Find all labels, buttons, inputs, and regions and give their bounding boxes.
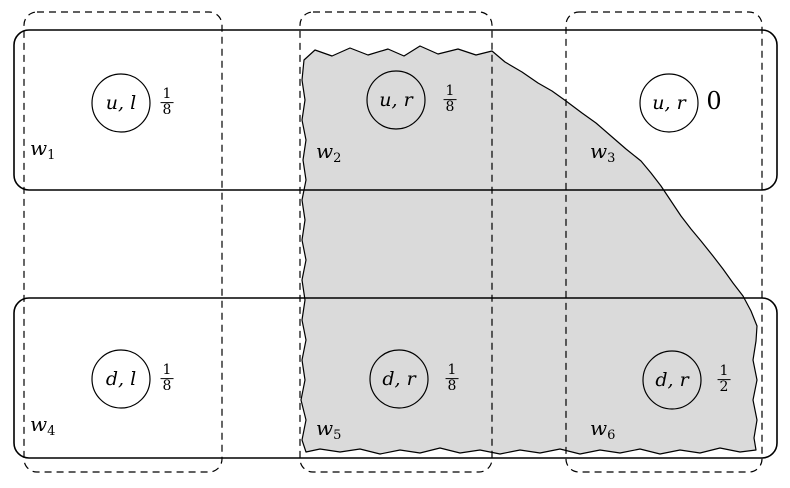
world-circle-w3 — [639, 73, 699, 133]
world-label-subscript: 5 — [333, 428, 342, 443]
world-label-base: w — [316, 416, 334, 440]
world-circle-w1 — [91, 73, 151, 133]
world-state-w2: u, r — [379, 89, 413, 111]
fraction-denominator: 8 — [445, 99, 455, 116]
fraction-numerator: 1 — [445, 362, 459, 380]
world-label-subscript: 6 — [607, 428, 616, 443]
fraction-numerator: 1 — [717, 363, 731, 381]
column-box-middle — [299, 11, 493, 473]
world-label-w3: w3 — [590, 139, 615, 166]
fraction-numerator: 1 — [443, 83, 457, 101]
world-label-base: w — [30, 136, 48, 160]
world-label-w6: w6 — [590, 416, 615, 443]
world-state-w5: d, r — [382, 368, 416, 390]
fraction-numerator: 1 — [160, 86, 174, 104]
world-label-w5: w5 — [316, 416, 341, 443]
world-label-base: w — [590, 139, 608, 163]
probability-w5: 1 8 — [445, 362, 459, 395]
world-label-subscript: 4 — [47, 424, 56, 439]
world-circle-w2 — [366, 70, 426, 130]
shaded-event-region — [300, 45, 758, 455]
fraction-denominator: 8 — [447, 378, 457, 395]
fraction-numerator: 1 — [160, 362, 174, 380]
world-state-w1: u, l — [105, 92, 137, 114]
world-label-base: w — [30, 412, 48, 436]
world-label-base: w — [590, 416, 608, 440]
world-label-w4: w4 — [30, 412, 55, 439]
world-label-subscript: 2 — [333, 151, 342, 166]
row-box-bottom — [13, 297, 778, 459]
world-label-w1: w1 — [30, 136, 55, 163]
probability-w1: 1 8 — [160, 86, 174, 119]
probability-w3: 0 — [706, 87, 722, 115]
world-state-w4: d, l — [105, 368, 137, 390]
world-label-subscript: 1 — [47, 148, 56, 163]
world-state-w6: d, r — [655, 369, 689, 391]
fraction-denominator: 8 — [162, 102, 172, 119]
world-circle-w4 — [91, 349, 151, 409]
probability-w6: 1 2 — [717, 363, 731, 396]
world-label-w2: w2 — [316, 139, 341, 166]
column-box-left — [23, 11, 223, 473]
column-box-right — [565, 11, 763, 473]
probability-w4: 1 8 — [160, 362, 174, 395]
row-box-top — [13, 29, 778, 191]
probability-w2: 1 8 — [443, 83, 457, 116]
world-circle-w5 — [369, 349, 429, 409]
world-label-subscript: 3 — [607, 151, 616, 166]
world-circle-w6 — [642, 350, 702, 410]
world-label-base: w — [316, 139, 334, 163]
fraction-denominator: 8 — [162, 378, 172, 395]
world-state-w3: u, r — [652, 92, 686, 114]
fraction-denominator: 2 — [719, 379, 729, 396]
